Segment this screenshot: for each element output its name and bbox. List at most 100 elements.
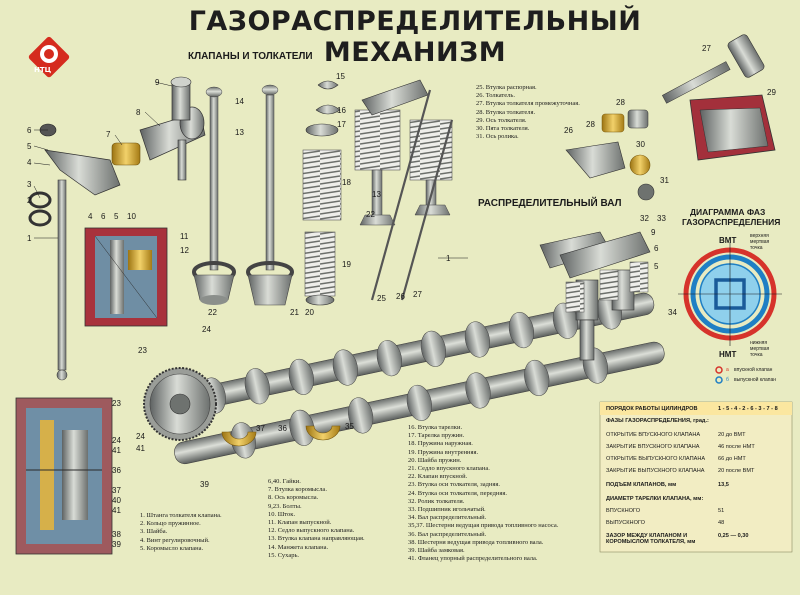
- callout-33: 33: [657, 214, 666, 223]
- callout-30: 30: [636, 140, 645, 149]
- legend-right: 16. Втулка тарелки. 17. Тарелка пружин. …: [408, 424, 558, 563]
- callout-37b: 37: [112, 486, 121, 495]
- callout-17: 17: [337, 120, 346, 129]
- callout-37: 37: [256, 424, 265, 433]
- callout-14: 14: [235, 97, 244, 106]
- legend-item: 20. Шайба пружин.: [408, 456, 462, 464]
- legend-item: 34. Вал распределительный.: [408, 514, 487, 522]
- legend-item: 12. Седло выпускного клапана.: [268, 527, 355, 535]
- callout-18: 18: [342, 178, 351, 187]
- callout-25: 25: [377, 294, 386, 303]
- legend-item: 8. Ось коромысла.: [268, 494, 319, 502]
- legend-item: 4. Винт регулировочный.: [140, 536, 210, 544]
- logo-text: НТЦ: [34, 66, 52, 74]
- callout-6c: 6: [654, 244, 659, 253]
- callout-19: 19: [342, 260, 351, 269]
- callout-36b: 36: [112, 466, 121, 475]
- callout-9: 9: [155, 78, 160, 87]
- callout-13b: 13: [372, 190, 381, 199]
- vmt-label: ВМТ: [719, 236, 737, 245]
- callout-36: 36: [278, 424, 287, 433]
- legend-item: 23. Втулка оси толкателя, задняя.: [408, 481, 501, 489]
- callout-31: 31: [660, 176, 669, 185]
- legend-item: 32. Ролик толкателя.: [408, 497, 465, 505]
- callout-15: 15: [336, 72, 345, 81]
- legend-item: 5. Коромысло клапана.: [140, 544, 204, 552]
- phase-diagram: [678, 242, 782, 346]
- callout-22b: 22: [366, 210, 375, 219]
- callout-4: 4: [27, 158, 32, 167]
- legend-item: 38. Шестерня ведущая привода топливного …: [408, 538, 544, 546]
- legend-item: 27. Втулка толкателя промежуточная.: [476, 100, 580, 108]
- callout-38: 38: [112, 530, 121, 539]
- callout-1: 1: [27, 234, 32, 243]
- callout-11: 11: [180, 232, 189, 241]
- legend-item: 33. Подшипник игольчатый.: [408, 506, 486, 514]
- ntc-logo: [28, 36, 70, 78]
- legend-item: 9,23. Болты.: [268, 502, 302, 510]
- legend-item: 35,37. Шестерни ведущая привода топливно…: [408, 522, 559, 530]
- legend-item: 18. Пружина наружная.: [408, 440, 473, 448]
- callout-5: 5: [27, 142, 32, 151]
- callout-32: 32: [640, 214, 649, 223]
- legend-item: 10. Шток.: [268, 510, 296, 518]
- callout-23: 23: [138, 346, 147, 355]
- callout-2: 2: [27, 196, 32, 205]
- callout-6: 6: [27, 126, 32, 135]
- legend-item: 11. Клапан выпускной.: [268, 519, 332, 527]
- callout-24c: 24: [136, 432, 145, 441]
- legend-item: 31. Ось ролика.: [476, 133, 519, 141]
- legend-left: 1. Штанга толкателя клапана. 2. Кольцо п…: [140, 512, 222, 553]
- phase-diagram-title-1: ДИАГРАММА ФАЗ: [690, 207, 766, 217]
- nmt-label: НМТ: [719, 350, 737, 359]
- legend-item: 36. Вал распределительный.: [408, 530, 487, 538]
- callout-34: 34: [668, 308, 677, 317]
- top-dead-center-caption: верхняя мертвая точка: [750, 233, 770, 251]
- callout-7: 7: [106, 130, 111, 139]
- legend-item: 2. Кольцо пружинное.: [140, 520, 201, 528]
- callout-41b: 41: [112, 446, 121, 455]
- callout-4b: 4: [88, 212, 93, 221]
- legend-item: 15. Сухарь.: [268, 551, 300, 559]
- callout-24: 24: [202, 325, 211, 334]
- callout-24b: 24: [112, 436, 121, 445]
- callout-40: 40: [112, 496, 121, 505]
- callout-9b: 9: [651, 228, 656, 237]
- callout-16: 16: [337, 106, 346, 115]
- callout-5b: 5: [114, 212, 119, 221]
- legend-item: 29. Ось толкателя.: [476, 116, 527, 124]
- legend-item: 16. Втулка тарелки.: [408, 424, 463, 431]
- callout-8: 8: [136, 108, 141, 117]
- callout-41c: 41: [112, 506, 121, 515]
- callout-39: 39: [112, 540, 121, 549]
- callout-3: 3: [27, 180, 32, 189]
- legend-item: 24. Втулка оси толкателя, передняя.: [408, 489, 507, 497]
- valves-section-title: КЛАПАНЫ И ТОЛКАТЕЛИ: [188, 51, 313, 62]
- callout-20: 20: [305, 308, 314, 317]
- exhaust-key-text: выпускной клапан: [734, 377, 777, 383]
- legend-mid: 6,40. Гайки. 7. Втулка коромысла. 8. Ось…: [268, 478, 365, 560]
- legend-item: 30. Пята толкателя.: [476, 125, 530, 133]
- intake-key-text: впускной клапан: [734, 367, 773, 373]
- callout-26: 26: [396, 292, 405, 301]
- legend-item: 25. Втулка распорная.: [476, 84, 537, 91]
- legend-item: 1. Штанга толкателя клапана.: [140, 512, 222, 519]
- callout-41: 41: [136, 444, 145, 453]
- legend-item: 39. Шайба замковая.: [408, 547, 465, 555]
- callout-39b: 39: [200, 480, 209, 489]
- callout-5c: 5: [654, 262, 659, 271]
- legend-item: 22. Клапан впускной.: [408, 473, 468, 481]
- bottom-dead-center-caption: нижняя мертвая точка: [750, 340, 770, 358]
- exhaust-key: б: [726, 377, 729, 383]
- legend-item: 7. Втулка коромысла.: [268, 486, 327, 494]
- callout-23b: 23: [112, 399, 121, 408]
- callout-12: 12: [180, 246, 189, 255]
- poster-title: ГАЗОРАСПРЕДЕЛИТЕЛЬНЫЙ МЕХАНИЗМ: [188, 6, 642, 68]
- callout-1b: 1: [446, 254, 451, 263]
- callout-13: 13: [235, 128, 244, 137]
- legend-item: 21. Седло впускного клапана.: [408, 465, 490, 473]
- callout-28b: 28: [586, 120, 595, 129]
